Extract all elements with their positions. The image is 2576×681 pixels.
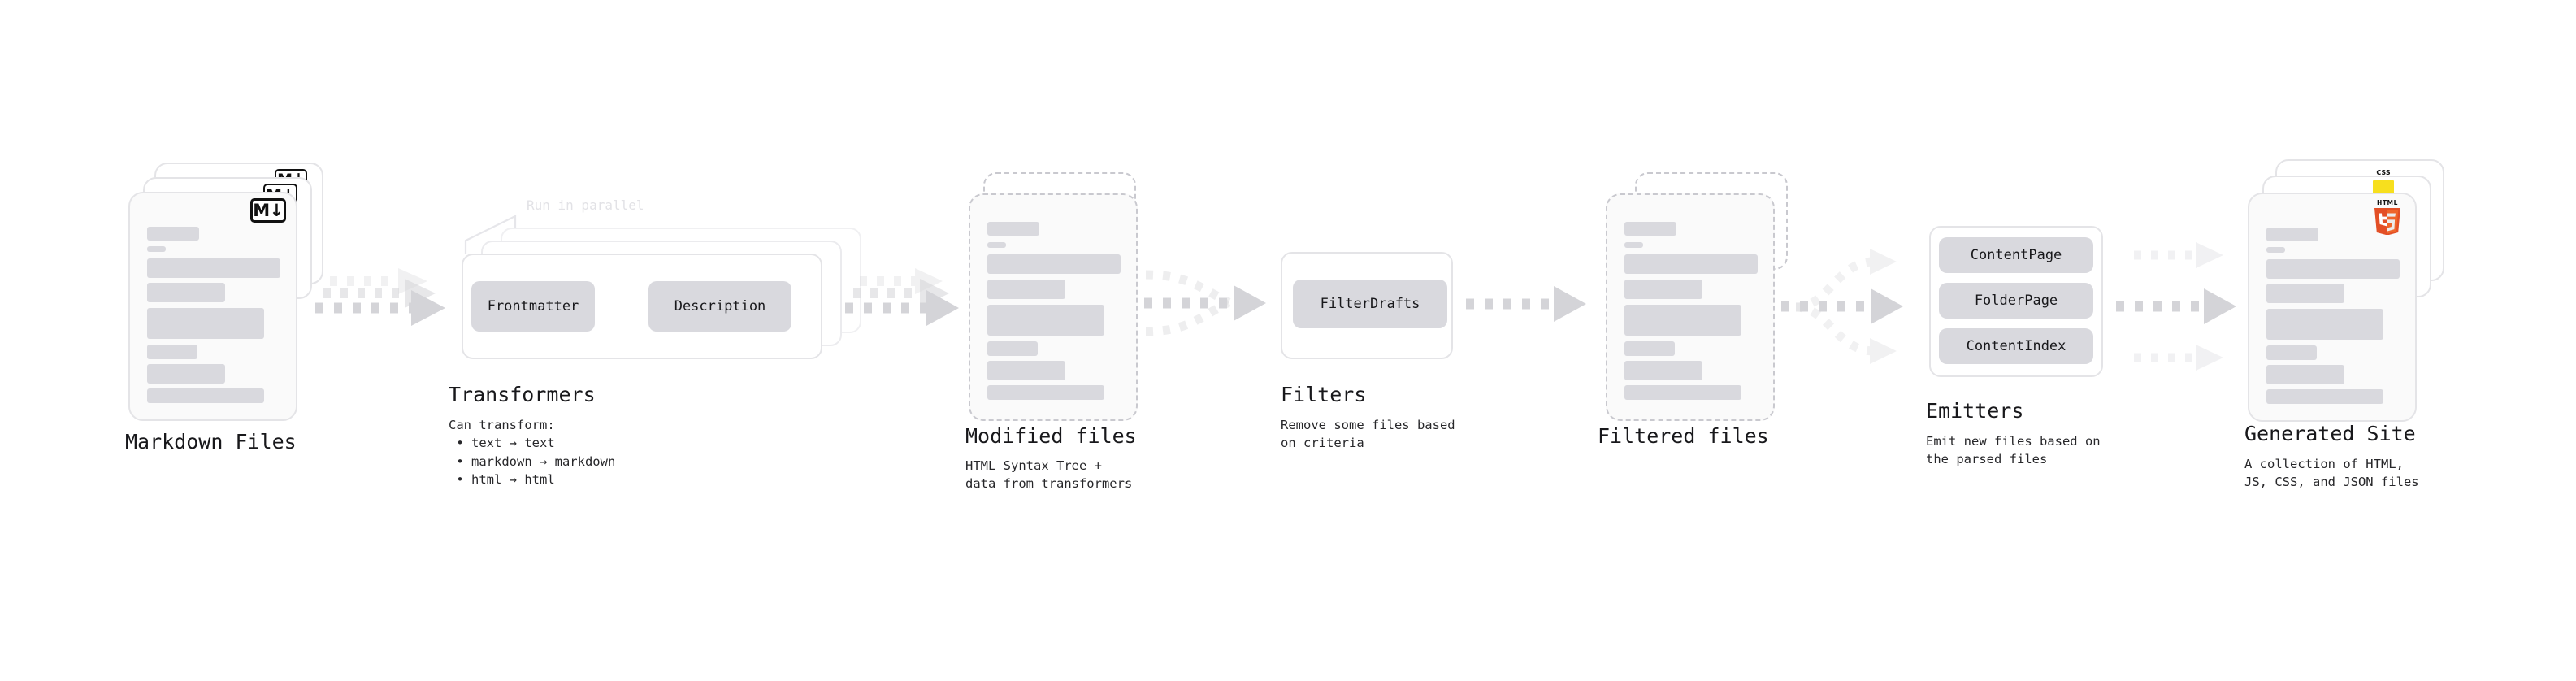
- modified-files-subtitle: HTML Syntax Tree + data from transformer…: [965, 458, 1133, 492]
- generated-site-title: Generated Site: [2244, 422, 2416, 445]
- doc-bar: [2266, 309, 2383, 340]
- doc-bar: [987, 254, 1121, 274]
- doc-bar: [1624, 305, 1741, 336]
- emitters-node-folderpage[interactable]: FolderPage: [1939, 283, 2093, 319]
- doc-bar: [2266, 345, 2317, 360]
- doc-bar: [1624, 242, 1643, 248]
- filters-subtitle: Remove some files based on criteria: [1281, 418, 1455, 451]
- doc-bar: [2266, 259, 2400, 279]
- modified-file-front: [969, 193, 1138, 421]
- doc-bar: [147, 227, 199, 241]
- doc-bar: [987, 341, 1038, 356]
- doc-bar: [1624, 361, 1702, 380]
- markdown-files-title: Markdown Files: [125, 430, 297, 453]
- doc-bar: [147, 308, 264, 339]
- doc-bar: [147, 246, 166, 252]
- transformer-node-frontmatter-label: Frontmatter: [487, 298, 579, 314]
- run-in-parallel-note: Run in parallel: [527, 197, 644, 213]
- doc-bar: [147, 388, 264, 403]
- doc-bar: [987, 242, 1006, 248]
- doc-bar: [987, 385, 1104, 400]
- doc-bar: [1624, 254, 1758, 274]
- markdown-badge-label: M↓: [253, 200, 284, 220]
- run-in-parallel-leader: [464, 215, 517, 254]
- doc-bar: [2266, 389, 2383, 404]
- doc-bar: [987, 222, 1039, 236]
- doc-bar: [987, 305, 1104, 336]
- doc-bar: [147, 364, 225, 384]
- connector-markdown-to-transformers: [315, 268, 445, 326]
- emitters-subtitle: Emit new files based on the parsed files: [1926, 434, 2101, 467]
- filtered-file-front: [1606, 193, 1775, 421]
- doc-bar: [1624, 280, 1702, 299]
- doc-bar: [2266, 365, 2344, 384]
- connector-emitters-to-generated: [2116, 242, 2236, 371]
- doc-bar: [147, 258, 280, 278]
- markdown-badge: M↓: [250, 198, 286, 223]
- emitters-title: Emitters: [1926, 399, 2024, 423]
- filters-node-filterdrafts[interactable]: FilterDrafts: [1293, 280, 1447, 328]
- transformer-node-description-label: Description: [674, 298, 766, 314]
- modified-files-title: Modified files: [965, 424, 1137, 448]
- connector-modified-to-filters: [1144, 270, 1266, 336]
- markdown-file-front: [128, 192, 297, 421]
- connector-filters-to-filtered: [1466, 286, 1586, 322]
- filtered-files-title: Filtered files: [1598, 424, 1769, 448]
- doc-bar: [987, 280, 1065, 299]
- emitters-node-contentpage-label: ContentPage: [1970, 247, 2062, 263]
- transformers-title: Transformers: [449, 383, 596, 406]
- doc-bar: [1624, 385, 1741, 400]
- html5-icon: HTML: [2374, 199, 2400, 235]
- connector-filtered-to-emitters: [1781, 249, 1903, 364]
- doc-bar: [2266, 228, 2318, 241]
- js-badge: [2373, 180, 2394, 195]
- filters-title: Filters: [1281, 383, 1367, 406]
- emitters-node-contentpage[interactable]: ContentPage: [1939, 237, 2093, 273]
- doc-bar: [1624, 341, 1675, 356]
- filters-node-filterdrafts-label: FilterDrafts: [1320, 296, 1420, 312]
- generated-site-subtitle: A collection of HTML, JS, CSS, and JSON …: [2244, 457, 2419, 490]
- doc-bar: [147, 345, 197, 359]
- doc-bar: [1624, 222, 1676, 236]
- emitters-node-contentindex-label: ContentIndex: [1966, 338, 2066, 354]
- transformer-node-frontmatter[interactable]: Frontmatter: [471, 281, 595, 332]
- css-badge-label: CSS: [2376, 169, 2391, 176]
- emitters-node-contentindex[interactable]: ContentIndex: [1939, 328, 2093, 364]
- doc-bar: [2266, 284, 2344, 303]
- doc-bar: [147, 283, 225, 302]
- emitters-node-folderpage-label: FolderPage: [1974, 293, 2058, 309]
- connector-transformers-to-modified: [845, 268, 959, 326]
- doc-bar: [987, 361, 1065, 380]
- svg-text:HTML: HTML: [2377, 199, 2398, 206]
- transformer-node-description[interactable]: Description: [648, 281, 791, 332]
- doc-bar: [2266, 247, 2285, 253]
- transformers-subtitle: Can transform: • text → text • markdown …: [449, 418, 616, 488]
